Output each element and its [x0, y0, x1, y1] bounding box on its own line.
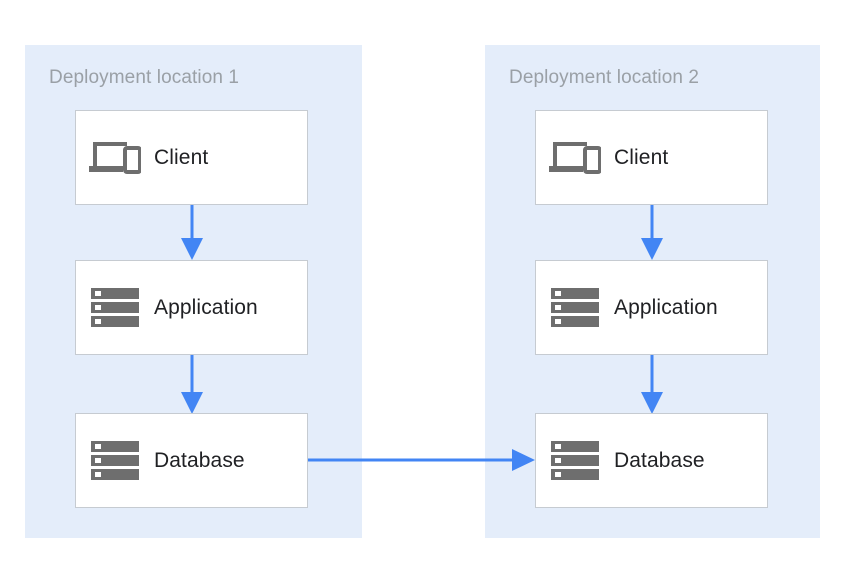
node-label: Application — [154, 295, 258, 319]
zone-1-title: Deployment location 1 — [49, 67, 240, 88]
node-client-2[interactable]: Client — [535, 110, 768, 205]
node-label: Database — [614, 448, 705, 472]
node-label: Application — [614, 295, 718, 319]
server-icon — [76, 439, 154, 483]
node-label: Client — [614, 145, 669, 169]
devices-icon — [536, 138, 614, 178]
node-database-1[interactable]: Database — [75, 413, 308, 508]
node-label: Client — [154, 145, 209, 169]
node-database-2[interactable]: Database — [535, 413, 768, 508]
node-label: Database — [154, 448, 245, 472]
zone-2-title: Deployment location 2 — [509, 67, 700, 88]
node-application-2[interactable]: Application — [535, 260, 768, 355]
server-icon — [536, 439, 614, 483]
server-icon — [76, 286, 154, 330]
node-client-1[interactable]: Client — [75, 110, 308, 205]
node-application-1[interactable]: Application — [75, 260, 308, 355]
server-icon — [536, 286, 614, 330]
devices-icon — [76, 138, 154, 178]
